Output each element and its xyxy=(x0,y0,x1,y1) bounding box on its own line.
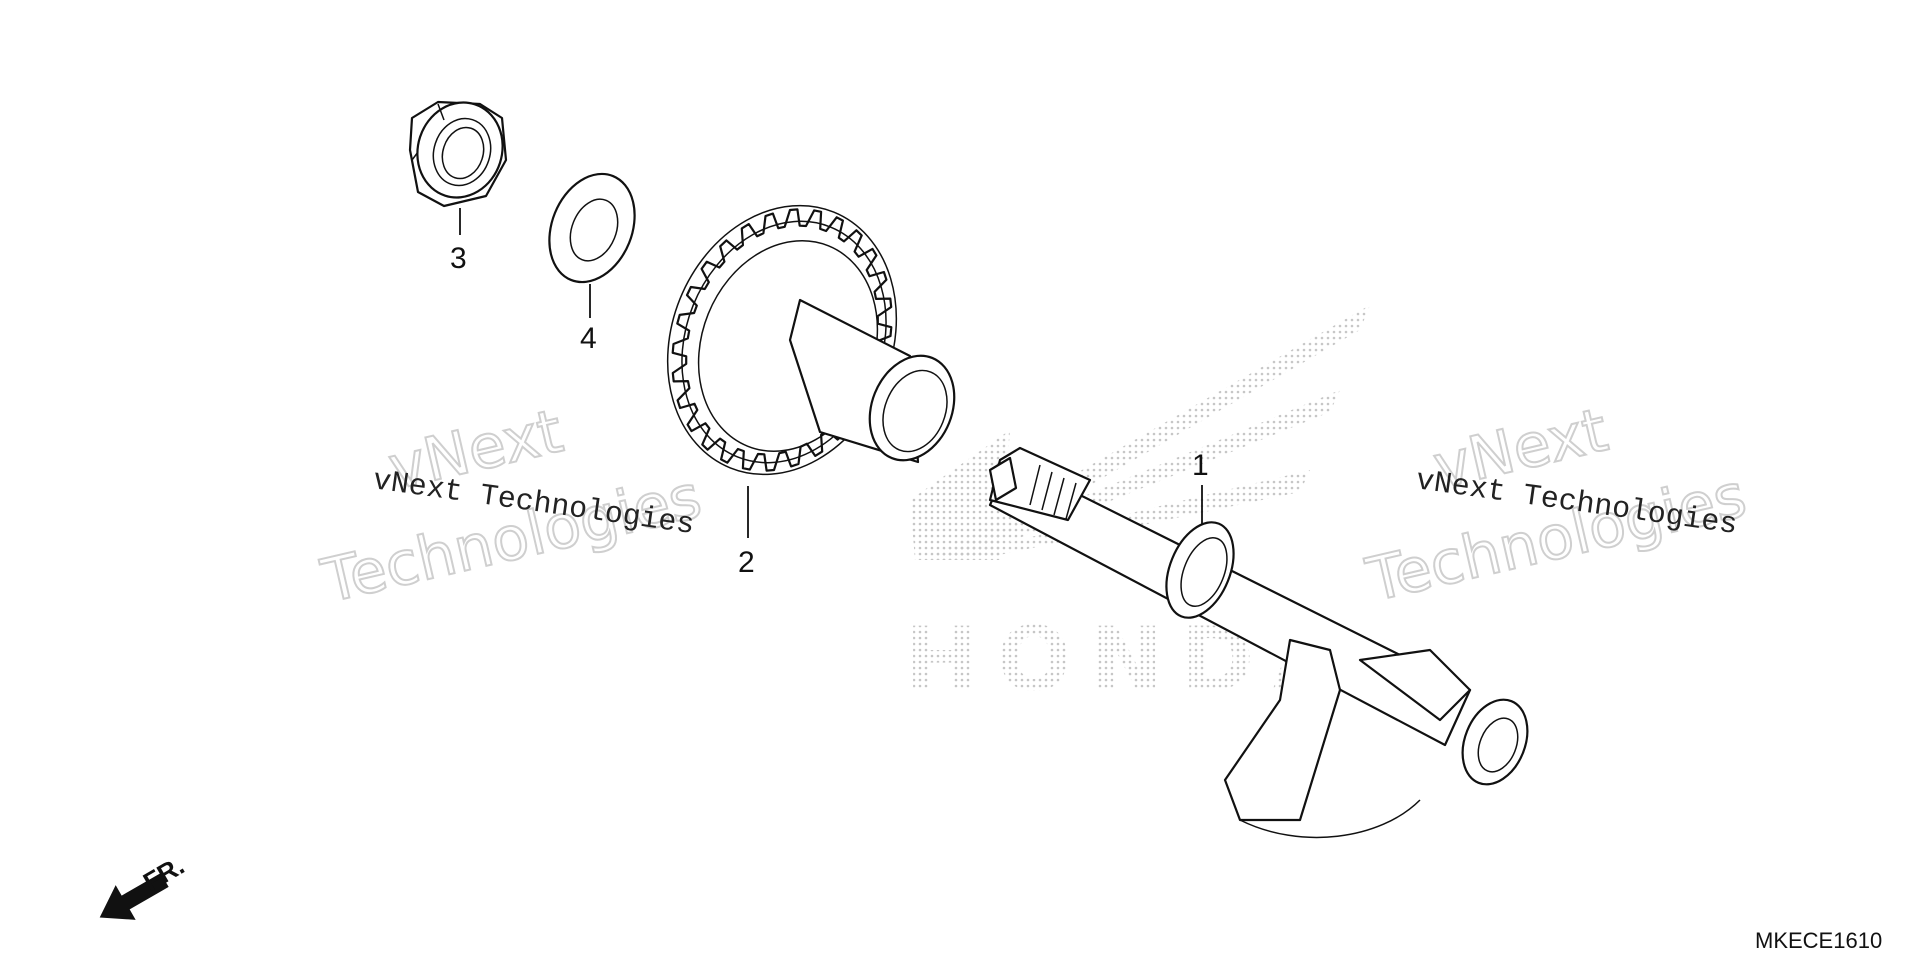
callout-label-4: 4 xyxy=(580,322,597,355)
washer[interactable] xyxy=(534,161,650,295)
callout-label-3: 3 xyxy=(450,242,467,275)
callout-label-1: 1 xyxy=(1192,449,1209,482)
kick-spindle[interactable] xyxy=(988,446,1539,839)
kick-gear[interactable] xyxy=(628,171,969,509)
callout-label-2: 2 xyxy=(738,546,755,579)
front-direction-arrow-icon xyxy=(99,873,169,920)
diagram-code: MKECE1610 xyxy=(1755,928,1882,953)
flange-nut[interactable] xyxy=(405,91,515,208)
